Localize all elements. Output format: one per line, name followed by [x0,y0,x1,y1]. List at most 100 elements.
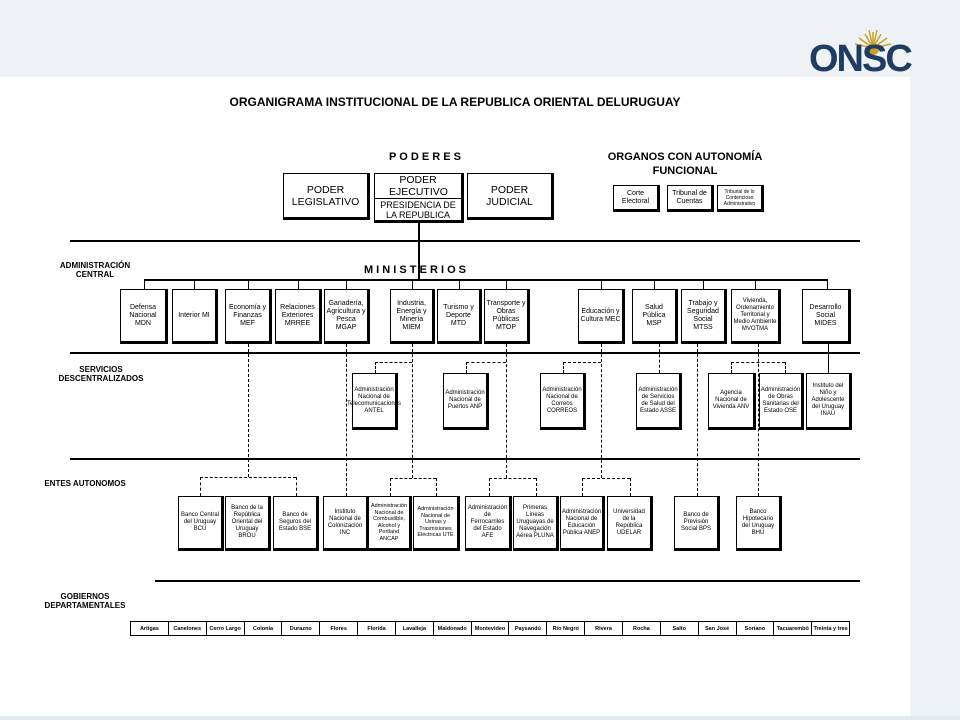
dashed-connector [601,344,602,478]
organo-box: Tribunal de Cuentas [667,185,714,212]
ente-box: Banco de la República Oriental del Urugu… [225,496,271,551]
ministry-box: Economía y Finanzas MEF [225,289,272,344]
departamento-cell: Rivera [585,622,623,635]
dashed-connector [582,478,583,496]
ministry-box: Relaciones Exteriores MRREE [275,289,322,344]
departamento-cell: Paysandú [509,622,548,635]
servicio-box: Administración Nacional de Puertos ANP [443,373,489,430]
dashed-connector [659,344,660,373]
dashed-connector [731,362,732,373]
connector-line [418,223,420,280]
dashed-connector [296,477,297,496]
ministerios-heading: M I N I S T E R I O S [363,264,467,276]
departamento-cell: Maldonado [434,622,472,635]
departamento-cell: San José [699,622,737,635]
organo-box: Tribunal de lo Contencioso Administrativ… [717,185,764,212]
connector-line [601,279,602,289]
departamento-cell: Durazno [282,622,321,635]
poderes-heading: P O D E R E S [389,151,461,163]
connector-line [506,279,507,289]
dashed-connector [436,478,437,496]
ministry-box: Educación y Cultura MEC [578,289,625,344]
page-title: ORGANIGRAMA INSTITUCIONAL DE LA REPUBLIC… [229,95,681,109]
departamento-cell: Treinta y tres [813,625,848,632]
ministry-box: Interior MI [172,289,218,344]
servicio-box: Agencia Nacional de Vivienda ANV [708,373,756,430]
departamento-cell: Soriano [737,622,775,635]
ente-box: Instituto Nacional de Colonización INC [323,496,369,551]
poder-ejecutivo-label: PODER EJECUTIVO [389,174,448,198]
departamento-cell: Cerro Largo [207,622,245,635]
section-entes-autonomos: ENTES AUTONOMOS [44,479,126,488]
ente-box: Administración de Ferrocarriles del Esta… [465,496,512,551]
dashed-connector [248,344,249,477]
dashed-connector [489,478,536,479]
connector-line [248,279,249,289]
ente-box: Banco de Seguros del Estado BSE [273,496,319,551]
dashed-connector [563,362,601,363]
dashed-connector [536,478,537,496]
dashed-connector [375,362,376,373]
section-servicios-descentralizados: SERVICIOS DESCENTRALIZADOS [58,365,144,383]
ente-box: Administración Nacional de Combustible, … [368,496,412,551]
dashed-connector [630,478,631,496]
dashed-connector [346,344,347,496]
departamento-cell: Canelones [169,622,207,635]
separator-line [70,240,860,242]
right-band [910,0,960,720]
onsc-logo-icon [854,29,892,55]
bottom-band [0,716,960,720]
connector-line [298,279,299,289]
poder-ejecutivo-box: PODER EJECUTIVO PRESIDENCIA DE LA REPUBL… [374,173,464,223]
servicio-box: Instituto del Niño y Adolescente del Uru… [806,373,852,430]
servicio-box: Administración Nacional de Telecomunicac… [347,373,401,430]
departamento-cell: Colonia [245,622,283,635]
ente-box: Administración Nacional de Usinas y Tras… [413,496,460,551]
dashed-connector [466,362,467,373]
dashed-connector [466,362,506,363]
dashed-connector [697,344,698,496]
separator-line [70,352,860,354]
ente-box: Banco Hipotecario del Uruguay BHU [736,496,782,551]
dashed-connector [758,344,759,496]
departamento-cell: Florida [358,622,396,635]
departamento-cell: Rocha [623,622,661,635]
departamento-cell: Flores [320,622,359,635]
ministry-box: Turismo y Deporte MTD [437,289,482,344]
ministry-box: Salud Pública MSP [632,289,678,344]
connector-line [194,279,195,289]
servicio-box: Administración de Obras Sanitarias del E… [759,373,804,430]
departamento-cell: Salto [661,622,699,635]
ente-box: Banco de Previsión Social BPS [674,496,720,551]
ministry-box: Trabajo y Seguridad Social MTSS [681,289,727,344]
ministry-box: Vivienda, Ordenamiento Territorial y Med… [731,289,781,344]
dashed-connector [375,362,412,363]
servicio-box: Administración Nacional de Correos CORRE… [540,373,586,430]
dashed-connector [412,344,413,478]
poder-judicial-box: PODER JUDICIAL [467,173,554,220]
connector-line [459,279,460,289]
dashed-connector [489,478,490,496]
connector-line [703,279,704,289]
ministry-box: Transporte y Obras Públicas MTOP [484,289,530,344]
departamento-cell: Tacuarembó [774,622,813,635]
onsc-logo-text: ONSC [809,38,913,80]
section-gobiernos-departamentales: GOBIERNOS DEPARTAMENTALES [44,592,126,610]
separator-line [70,458,860,460]
ministry-box: Industria, Energía y Minería MIEM [390,289,435,344]
presidencia-label: PRESIDENCIA DE LA REPUBLICA [375,198,461,221]
dashed-connector [785,362,786,373]
ministerios-connector [144,279,828,281]
connector-line [144,279,145,289]
connector-line [654,279,655,289]
departamento-cell: Río Negro [547,622,586,635]
connector-line [827,279,828,289]
dashed-connector [200,477,201,496]
servicio-box: Administración de Servicios de Salud del… [636,373,682,430]
connector-line [412,279,413,289]
header-band [0,0,960,77]
ministry-box: Defensa Nacional MDN [120,289,168,344]
separator-line [155,580,860,582]
connector-line [755,279,756,289]
